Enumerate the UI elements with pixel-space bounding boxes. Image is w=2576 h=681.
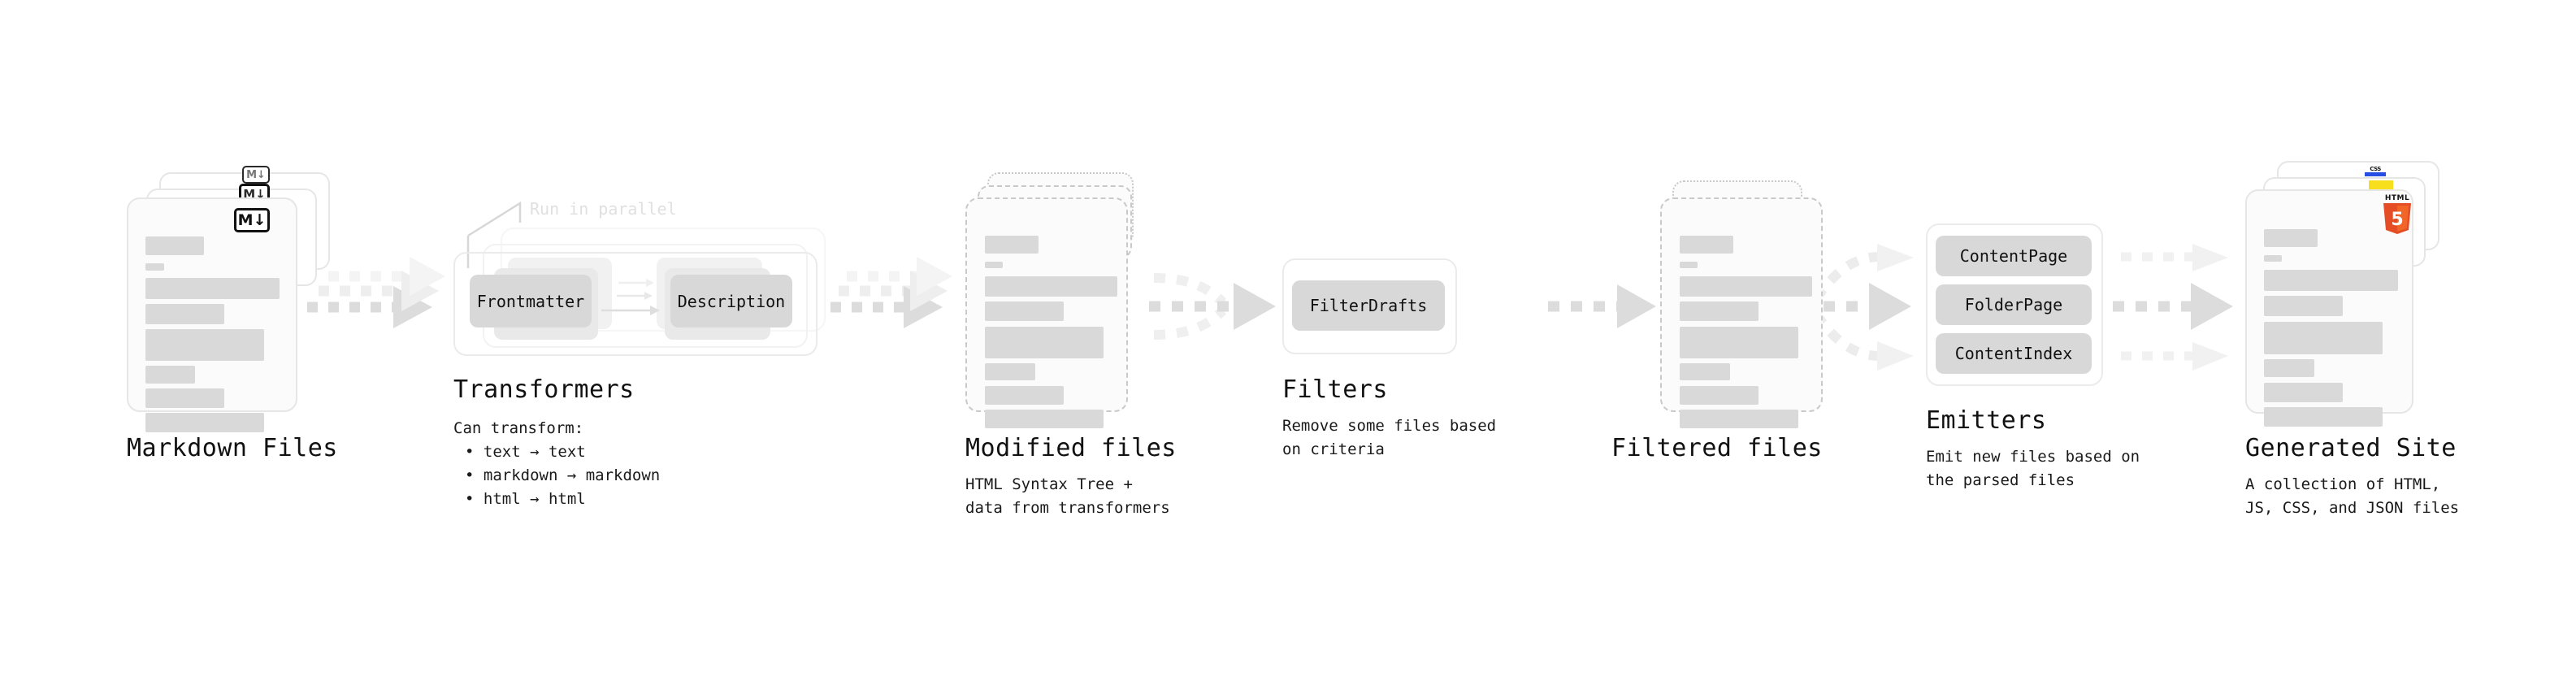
doc-bar: [2264, 229, 2318, 247]
doc-bar: [2264, 407, 2383, 427]
transformers-bullet-0: • text → text: [465, 443, 586, 461]
doc-bar: [1680, 363, 1730, 380]
connector-transformers-to-modified: [830, 257, 952, 328]
doc-bar: [2264, 359, 2314, 377]
doc-bar: [985, 236, 1039, 254]
doc-bar: [985, 386, 1064, 405]
doc-bar: [1680, 327, 1798, 358]
folderpage-chip[interactable]: FolderPage: [1936, 284, 2092, 325]
html5-icon-digit: 5: [2391, 210, 2403, 230]
doc-bar: [1680, 301, 1759, 321]
connector-emitters-to-site: [2113, 244, 2233, 371]
doc-bar: [985, 301, 1064, 321]
transformers-subtitle: Can transform:: [453, 419, 584, 437]
emitters-box: [1926, 223, 2103, 386]
doc-bar: [985, 363, 1035, 380]
filters-box: [1282, 258, 1457, 354]
connector-md-to-transformers: [307, 257, 445, 328]
filtered-card-front: [1660, 197, 1823, 428]
html5-icon-caption: HTML: [2384, 194, 2410, 202]
doc-bar: [1680, 410, 1798, 428]
css-icon-bar: [2365, 172, 2386, 176]
css-icon: CSS: [2365, 166, 2386, 176]
doc-bar: [2264, 270, 2398, 291]
doc-bar: [145, 304, 224, 324]
contentindex-chip[interactable]: ContentIndex: [1936, 333, 2092, 374]
generated-site-subtitle: A collection of HTML, JS, CSS, and JSON …: [2245, 475, 2460, 517]
stage-title-filtered-files: Filtered files: [1611, 434, 1823, 462]
stage-title-transformers: Transformers: [453, 375, 635, 404]
filters-subtitle: Remove some files based on criteria: [1282, 417, 1497, 458]
doc-bar: [985, 262, 1003, 268]
html5-icon: HTML 5: [2381, 194, 2413, 236]
markdown-icon: M↓: [234, 208, 270, 232]
transformers-bullet-2: • html → html: [465, 490, 586, 508]
doc-bar: [1680, 236, 1733, 254]
doc-bar: [1680, 262, 1698, 268]
modified-files-subtitle: HTML Syntax Tree + data from transformer…: [965, 475, 1170, 517]
doc-bar: [985, 327, 1104, 358]
markdown-icon-back-2: M↓: [242, 166, 270, 184]
frontmatter-chip[interactable]: Frontmatter: [470, 275, 592, 327]
html5-icon-shield: 5: [2383, 203, 2411, 234]
doc-bar: [985, 410, 1104, 428]
stage-title-modified-files: Modified files: [965, 434, 1177, 462]
stage-title-filters: Filters: [1282, 375, 1388, 404]
doc-bar: [145, 329, 264, 361]
doc-bar: [2264, 322, 2383, 354]
doc-bar: [145, 263, 164, 271]
doc-bar: [145, 366, 195, 384]
stage-title-markdown-files: Markdown Files: [127, 434, 338, 462]
css-icon-caption: CSS: [2370, 166, 2381, 172]
doc-bar: [2264, 296, 2343, 316]
transformers-bullet-1: • markdown → markdown: [465, 466, 661, 484]
emitters-subtitle: Emit new files based on the parsed files: [1926, 448, 2140, 489]
description-chip[interactable]: Description: [670, 275, 792, 327]
filterdrafts-chip[interactable]: FilterDrafts: [1292, 280, 1445, 331]
doc-bar: [145, 413, 264, 432]
doc-bar: [2264, 383, 2343, 402]
site-card-front: [2245, 189, 2413, 427]
stage-title-emitters: Emitters: [1926, 406, 2047, 435]
modified-card-front: [965, 197, 1128, 428]
doc-bar: [145, 278, 280, 299]
transformers-box-front: [453, 252, 817, 356]
doc-bar: [145, 236, 204, 255]
run-in-parallel-label: Run in parallel: [530, 199, 677, 219]
connector-filters-to-filtered: [1548, 284, 1656, 328]
contentpage-chip[interactable]: ContentPage: [1936, 236, 2092, 276]
stage-title-generated-site: Generated Site: [2245, 434, 2457, 462]
doc-bar: [1680, 386, 1759, 405]
connector-modified-to-filters: [1149, 273, 1276, 340]
doc-bar: [145, 388, 224, 408]
markdown-card-front: [127, 197, 297, 432]
doc-bar: [985, 276, 1117, 297]
doc-bar: [1680, 276, 1812, 297]
doc-bar: [2264, 255, 2282, 262]
